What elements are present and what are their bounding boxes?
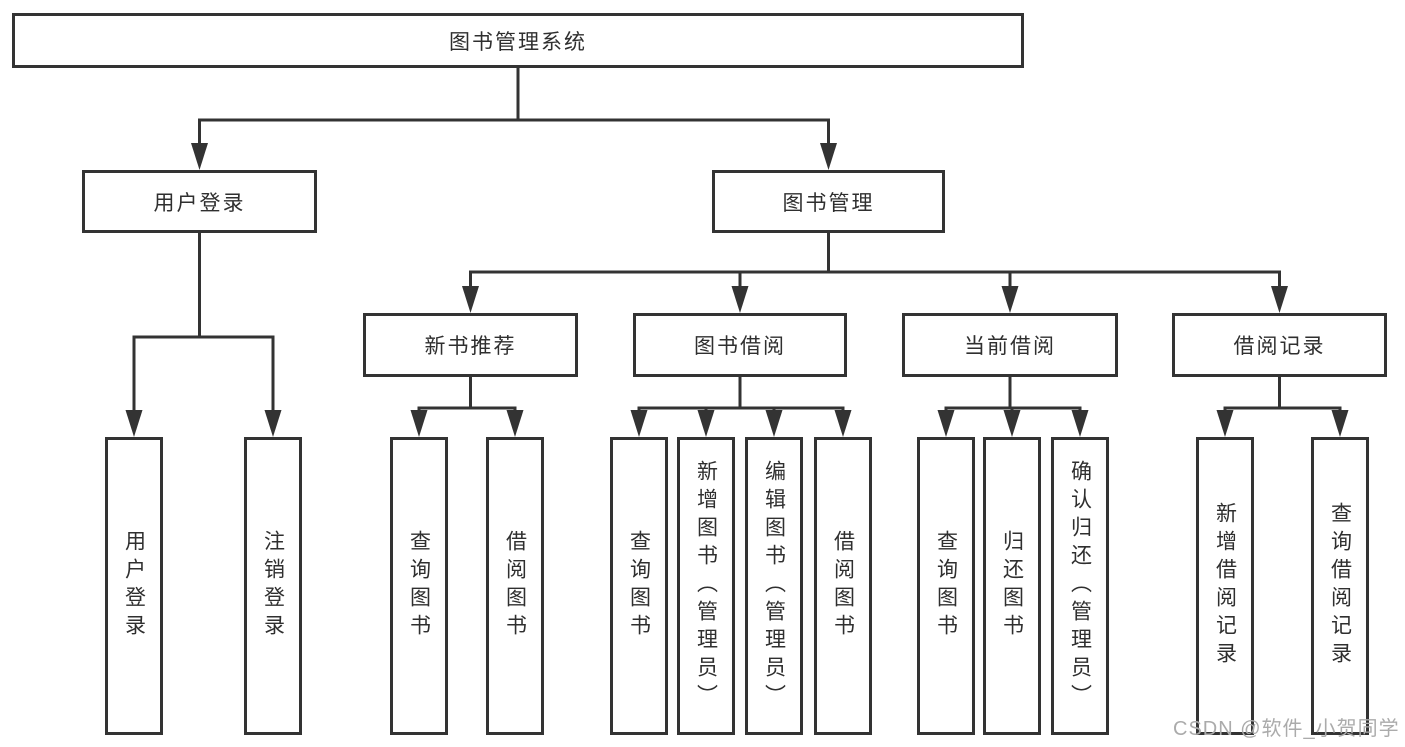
edge-record-bracket (1223, 406, 1342, 416)
arrowhead (1271, 286, 1288, 313)
arrowhead (1001, 286, 1019, 313)
node-library-system: 图书管理系统 (12, 13, 1024, 68)
arrowhead (506, 410, 524, 437)
leaf-return-books: 归还图书 (983, 437, 1041, 735)
arrowhead (697, 410, 715, 437)
node-user-login: 用户登录 (82, 170, 317, 233)
edge-level3-bracket (469, 270, 1281, 292)
arrowhead (125, 410, 143, 437)
leaf-edit-book-admin: 编辑图书（管理员） (745, 437, 803, 735)
edge-login-bracket (132, 335, 275, 416)
leaf-add-book-admin: 新增图书（管理员） (677, 437, 735, 735)
leaf-logout: 注销登录 (244, 437, 302, 735)
arrowhead (765, 410, 783, 437)
leaf-borrow-books: 借阅图书 (814, 437, 872, 735)
arrowhead (1071, 410, 1089, 437)
arrowhead (191, 143, 208, 170)
edge-borrow-bracket (637, 406, 845, 416)
arrowhead (731, 286, 749, 313)
arrowhead (834, 410, 852, 437)
arrowhead (410, 410, 428, 437)
arrowhead (630, 410, 648, 437)
arrowhead (264, 410, 282, 437)
node-borrowing-records: 借阅记录 (1172, 313, 1387, 377)
leaf-query-books: 查询图书 (390, 437, 448, 735)
leaf-borrow-books: 借阅图书 (486, 437, 544, 735)
node-current-borrowing: 当前借阅 (902, 313, 1118, 377)
node-book-borrowing: 图书借阅 (633, 313, 847, 377)
arrowhead (820, 143, 837, 170)
node-book-management: 图书管理 (712, 170, 945, 233)
edge-level2-bracket (198, 118, 830, 150)
leaf-add-borrow-record: 新增借阅记录 (1196, 437, 1254, 735)
leaf-query-books: 查询图书 (610, 437, 668, 735)
leaf-user-login: 用户登录 (105, 437, 163, 735)
arrowhead (1003, 410, 1021, 437)
arrowhead (1216, 410, 1234, 437)
leaf-query-borrow-record: 查询借阅记录 (1311, 437, 1369, 735)
arrowhead (1331, 410, 1349, 437)
edge-newbook-bracket (417, 406, 517, 416)
leaf-query-books: 查询图书 (917, 437, 975, 735)
node-new-book-recommend: 新书推荐 (363, 313, 578, 377)
leaf-confirm-return-admin: 确认归还（管理员） (1051, 437, 1109, 735)
arrowhead (462, 286, 479, 313)
watermark: CSDN @软件_小贺同学 (1173, 718, 1400, 740)
arrowhead (937, 410, 955, 437)
